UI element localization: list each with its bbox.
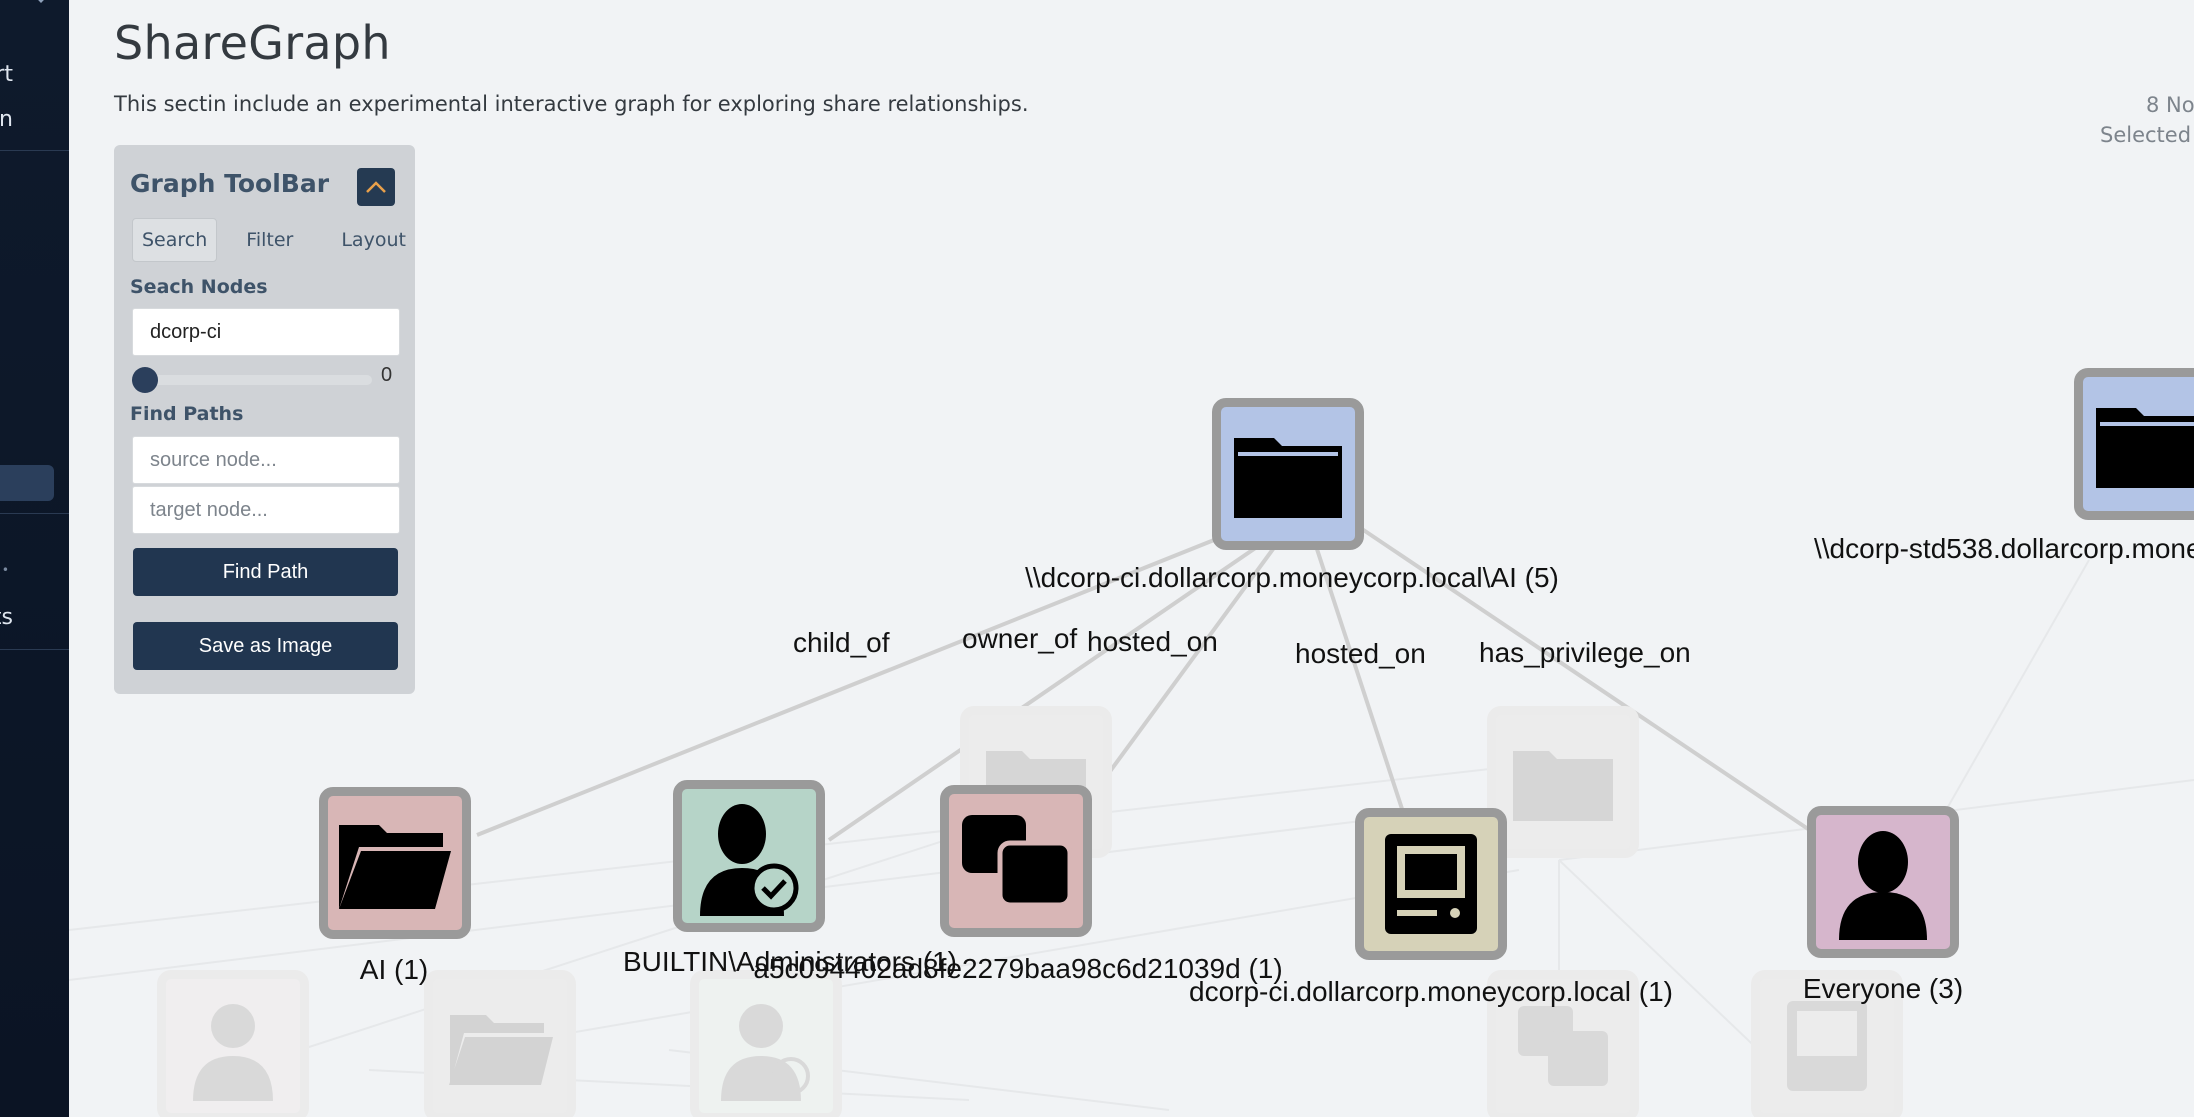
folder-icon: [1513, 751, 1613, 821]
faded-sid-node[interactable]: [1487, 970, 1639, 1117]
page-title: ShareGraph: [114, 16, 391, 70]
share-node-center[interactable]: [1212, 398, 1364, 550]
copy-icon: [1518, 1006, 1608, 1086]
graph-canvas[interactable]: \\dcorp-ci.dollarcorp.moneycorp.local\AI…: [69, 0, 2194, 1117]
faded-user-node[interactable]: [157, 970, 309, 1117]
sidebar-item-4[interactable]: ts: [0, 605, 13, 630]
sidebar-item-2[interactable]: on: [0, 107, 13, 132]
share-node-right[interactable]: [2074, 368, 2194, 520]
chevron-up-icon: [366, 181, 386, 193]
admin-user-icon: [700, 804, 799, 916]
sidebar-divider: [0, 513, 69, 514]
folder-node-ai[interactable]: [319, 787, 471, 939]
sidebar-item-1[interactable]: rt: [0, 62, 13, 87]
sidebar-divider: [0, 649, 69, 650]
folder-open-icon: [339, 825, 451, 909]
folder-icon: [2096, 408, 2194, 488]
search-nodes-input[interactable]: [132, 308, 400, 356]
faded-folder-node[interactable]: [424, 970, 576, 1117]
admin-user-icon: [721, 1004, 810, 1101]
page-subtitle: This sectin include an experimental inte…: [114, 92, 1029, 116]
copy-icon: [962, 815, 1072, 908]
user-node-everyone[interactable]: [1807, 806, 1959, 958]
selected-count: Selected I: [2100, 123, 2194, 147]
node-label-right: \\dcorp-std538.dollarcorp.mone: [1814, 533, 2194, 564]
tab-search[interactable]: Search: [132, 218, 218, 262]
computer-icon: [1787, 1001, 1867, 1091]
sid-node[interactable]: [940, 785, 1092, 937]
node-label-everyone: Everyone (3): [1802, 973, 1964, 1004]
tab-layout[interactable]: Layout: [341, 229, 406, 251]
faded-admin-node[interactable]: [690, 970, 842, 1117]
depth-slider-value: 0: [381, 364, 393, 386]
node-label-center: \\dcorp-ci.dollarcorp.moneycorp.local\AI…: [1025, 562, 1559, 593]
nav-sidebar: rt on • ts: [0, 0, 69, 1117]
target-node-input[interactable]: [132, 486, 400, 534]
folder-icon: [1234, 438, 1342, 518]
edge-label-child-of: child_of: [793, 627, 890, 658]
tab-filter[interactable]: Filter: [246, 229, 294, 251]
sidebar-divider: [0, 150, 69, 151]
edge-label-hosted-on: hosted_on: [1295, 638, 1426, 669]
edge-label-has-privilege-on: has_privilege_on: [1479, 637, 1691, 668]
node-label-sid: a5c094402ad8fe2279baa98c6d21039d (1): [753, 953, 1283, 984]
toolbar-tabs: Search Filter Layout: [132, 218, 406, 262]
host-node[interactable]: [1355, 808, 1507, 960]
find-path-button[interactable]: Find Path: [133, 548, 398, 596]
chevron-icon[interactable]: [31, 0, 51, 3]
save-image-button[interactable]: Save as Image: [133, 622, 398, 670]
graph-toolbar: Graph ToolBar Search Filter Layout Seach…: [114, 145, 415, 694]
node-label-builtin-admins: BUILTIN\Administrators (1): [623, 946, 957, 977]
user-icon: [1839, 831, 1927, 940]
admin-node-builtin[interactable]: [673, 780, 825, 932]
graph-stats: 8 Nod Selected I: [2100, 90, 2194, 150]
toolbar-title: Graph ToolBar: [130, 169, 330, 198]
faded-host-node[interactable]: [1751, 970, 1903, 1117]
faded-folder-node[interactable]: [1487, 706, 1639, 858]
node-label-host: dcorp-ci.dollarcorp.moneycorp.local (1): [1189, 976, 1673, 1007]
depth-slider-thumb[interactable]: [132, 367, 158, 393]
edge-label-owner-of: owner_of: [962, 623, 1078, 654]
edge-label-hosted-on: hosted_on: [1087, 626, 1218, 657]
node-count: 8 Nod: [2146, 93, 2194, 117]
source-node-input[interactable]: [132, 436, 400, 484]
computer-icon: [1385, 834, 1477, 934]
search-nodes-label: Seach Nodes: [130, 276, 268, 298]
depth-slider-track[interactable]: [132, 375, 372, 385]
user-icon: [193, 1004, 273, 1101]
collapse-toolbar-button[interactable]: [357, 168, 395, 206]
node-label-ai: AI (1): [359, 954, 429, 985]
find-paths-label: Find Paths: [130, 403, 244, 425]
folder-open-icon: [449, 1015, 553, 1085]
sidebar-item-active[interactable]: [0, 465, 54, 501]
sidebar-bullet: •: [1, 563, 9, 577]
